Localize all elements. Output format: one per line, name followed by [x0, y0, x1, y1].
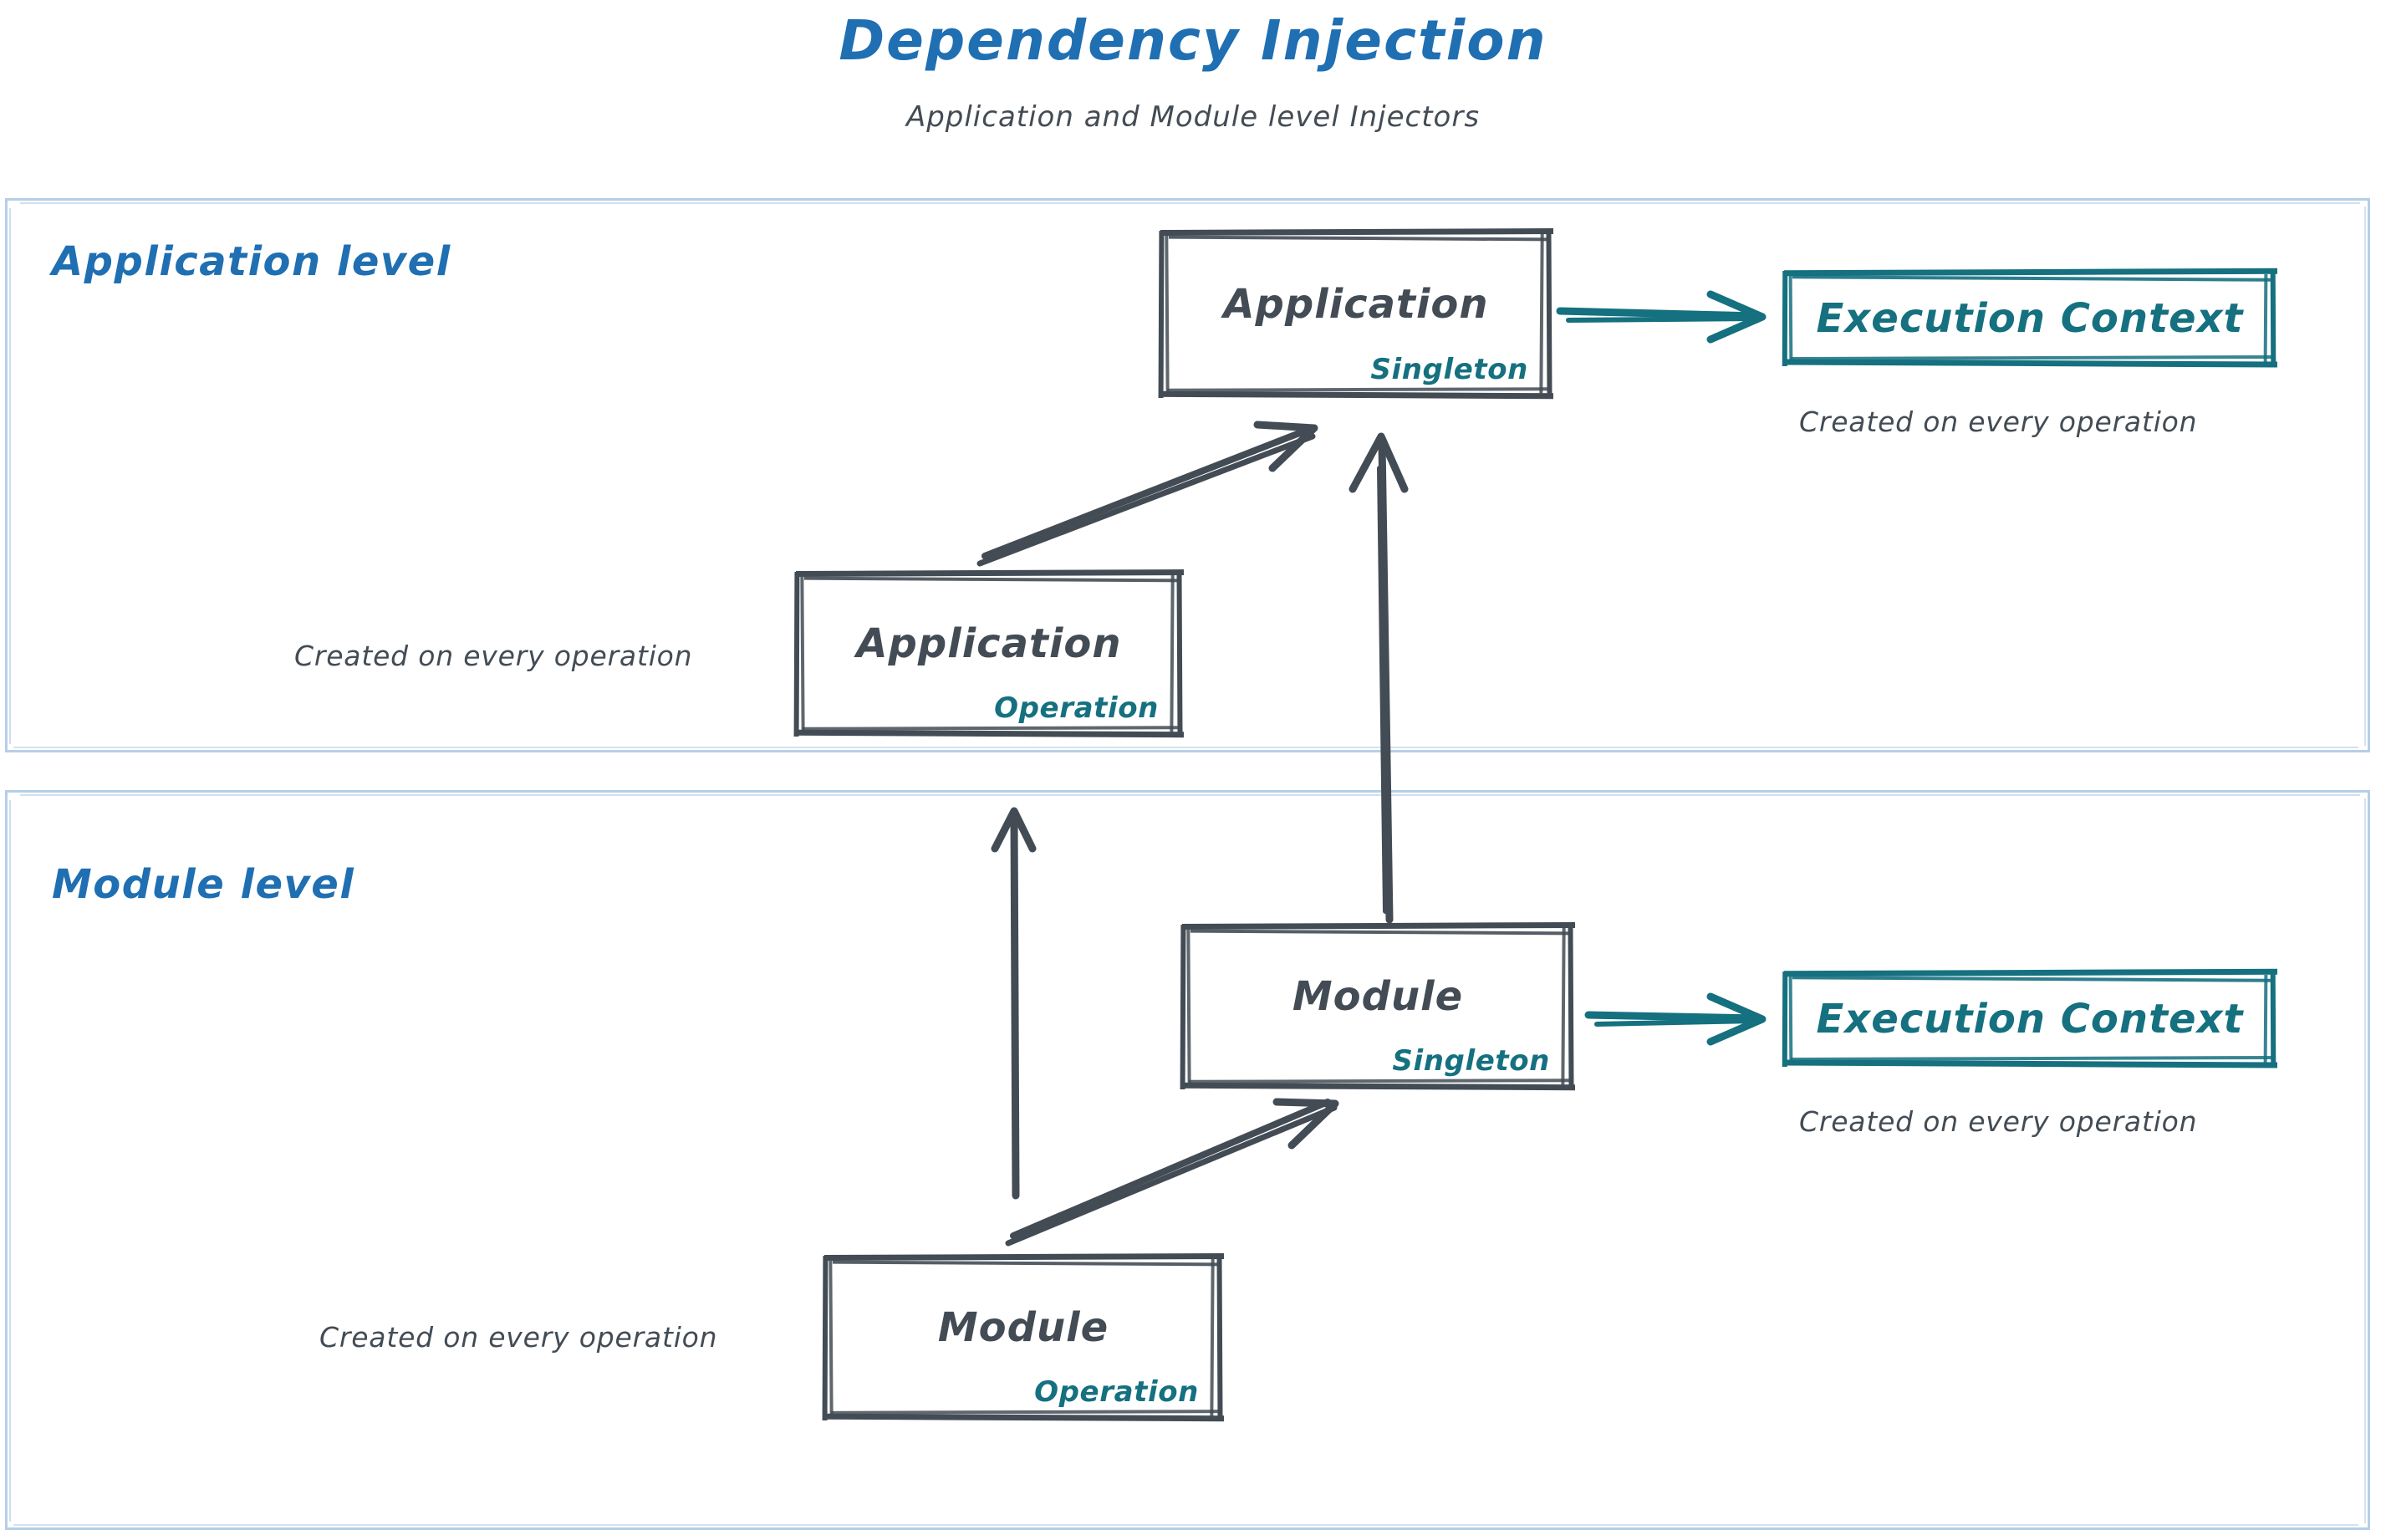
- node-execution-context-application[interactable]: Execution Context: [1779, 268, 2281, 370]
- node-application-operation[interactable]: Application Operation: [791, 569, 1187, 740]
- panel-edge-bottom-sketch: [13, 747, 2358, 748]
- node-scope-badge: Operation: [994, 691, 1159, 725]
- node-module-singleton[interactable]: Module Singleton: [1177, 921, 1578, 1093]
- node-module-operation[interactable]: Module Operation: [819, 1252, 1227, 1424]
- panel-edge-left: [5, 198, 8, 752]
- panel-module-level: [5, 790, 2370, 1530]
- panel-edge-bottom-sketch: [13, 1524, 2358, 1526]
- panel-edge-top: [5, 198, 2370, 201]
- panel-application-level: [5, 198, 2370, 752]
- caption-execution-context-application: Created on every operation: [1799, 405, 2198, 438]
- panel-edge-right: [2368, 198, 2370, 752]
- panel-edge-left-sketch: [9, 208, 11, 744]
- page-subtitle: Application and Module level Injectors: [905, 100, 1481, 134]
- node-scope-badge: Singleton: [1392, 1044, 1550, 1078]
- panel-edge-top-sketch: [20, 202, 2360, 204]
- panel-edge-right-sketch: [2364, 798, 2366, 1523]
- node-scope-badge: Singleton: [1370, 353, 1528, 386]
- panel-edge-bottom: [5, 1527, 2370, 1530]
- caption-module-operation: Created on every operation: [319, 1321, 718, 1354]
- panel-edge-right: [2368, 790, 2370, 1530]
- panel-edge-left-sketch: [9, 800, 11, 1522]
- node-execution-context-module[interactable]: Execution Context: [1779, 968, 2281, 1070]
- node-title: Application: [1223, 280, 1489, 328]
- panel-label-application-level: Application level: [52, 238, 451, 285]
- node-title: Application: [856, 620, 1122, 668]
- panel-edge-bottom: [5, 750, 2370, 752]
- node-title: Module: [1292, 973, 1464, 1021]
- node-title: Execution Context: [1816, 295, 2244, 342]
- panel-edge-top: [5, 790, 2370, 793]
- caption-application-operation: Created on every operation: [294, 640, 693, 672]
- panel-edge-left: [5, 790, 8, 1530]
- caption-execution-context-module: Created on every operation: [1799, 1105, 2198, 1138]
- node-application-singleton[interactable]: Application Singleton: [1155, 227, 1557, 401]
- node-title: Execution Context: [1816, 996, 2244, 1043]
- panel-edge-top-sketch: [20, 794, 2360, 796]
- panel-label-module-level: Module level: [52, 861, 355, 908]
- node-title: Module: [937, 1304, 1109, 1352]
- node-scope-badge: Operation: [1034, 1375, 1199, 1409]
- panel-edge-right-sketch: [2364, 207, 2366, 746]
- page-title: Dependency Injection: [839, 8, 1547, 73]
